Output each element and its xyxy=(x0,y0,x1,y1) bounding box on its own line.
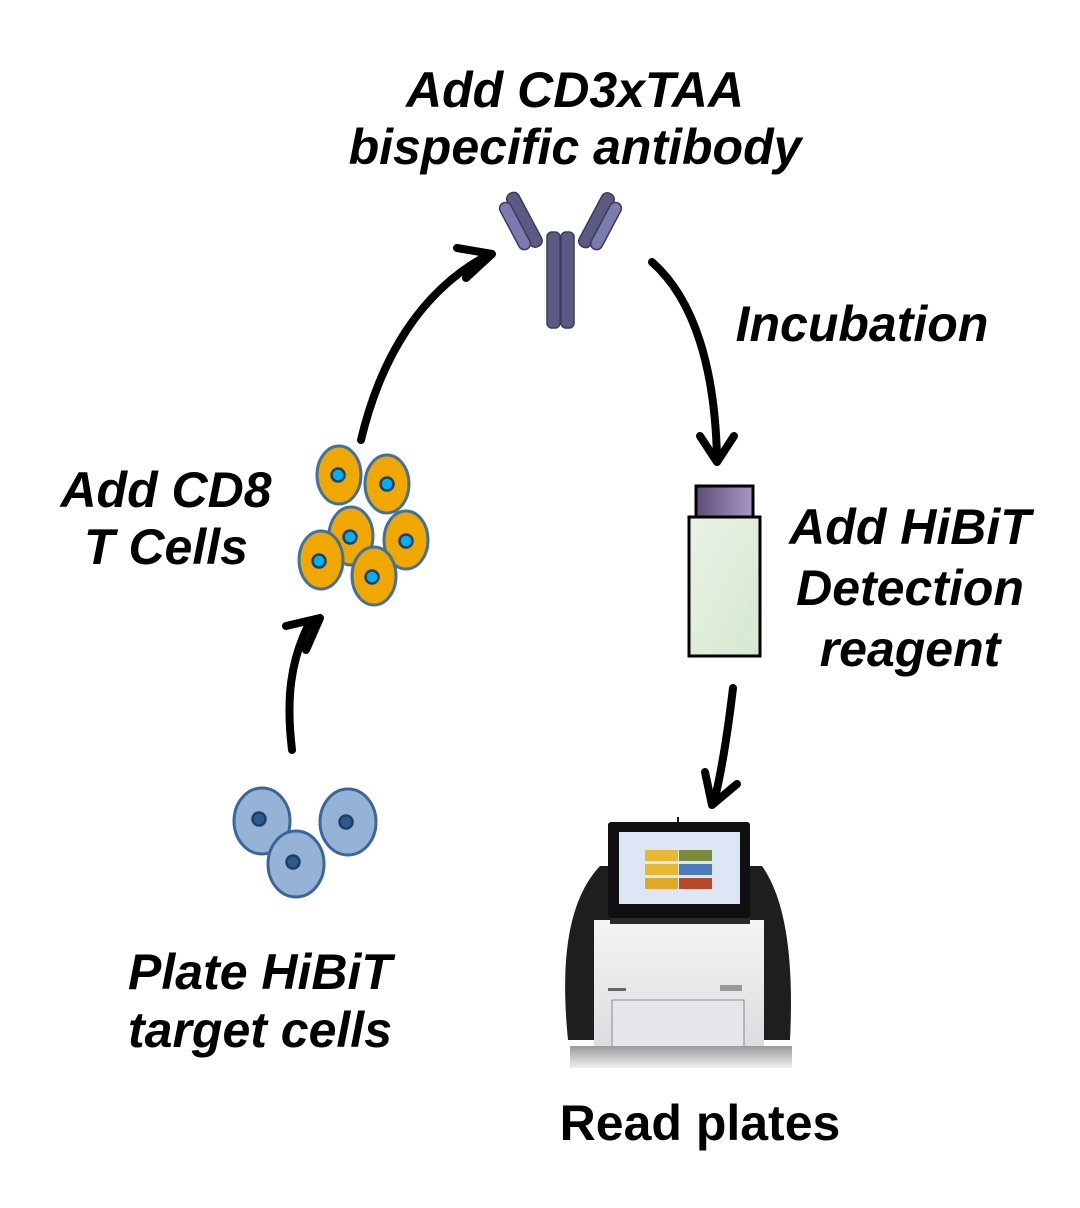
t-cell xyxy=(350,545,398,607)
target-cell xyxy=(232,786,292,856)
label-line: reagent xyxy=(819,621,1001,677)
reagent-cap xyxy=(694,484,755,520)
label-line: T Cells xyxy=(84,519,248,575)
add-t-cells-label: Add CD8 T Cells xyxy=(36,462,296,576)
target-cell xyxy=(266,829,326,899)
target-cell xyxy=(318,787,378,857)
t-cell xyxy=(363,453,411,515)
label-line: Read plates xyxy=(559,1095,841,1151)
label-line: Plate HiBiT xyxy=(128,944,392,1000)
reagent-body xyxy=(687,515,762,658)
arrow-tcells-to-antibody xyxy=(357,250,494,444)
arrow-antibody-to-reagent xyxy=(648,258,721,462)
label-line: Add CD8 xyxy=(60,462,272,518)
arrow-reagent-to-reader-head xyxy=(701,768,741,809)
arrow-reagent-to-reader xyxy=(710,684,737,806)
label-line: Add HiBiT xyxy=(789,499,1031,555)
plate-target-cells-label: Plate HiBiT target cells xyxy=(90,944,430,1059)
arrow-target-to-tcells xyxy=(285,618,314,754)
add-detection-reagent-label: Add HiBiT Detection reagent xyxy=(760,497,1060,680)
t-cell xyxy=(382,509,430,571)
arrow-tcells-to-antibody-head xyxy=(453,244,496,282)
arrow-target-to-tcells-head xyxy=(282,614,324,654)
plate-reader-icon xyxy=(565,817,792,1068)
incubation-label: Incubation xyxy=(712,296,1012,353)
label-line: bispecific antibody xyxy=(348,119,802,175)
antibody-icon xyxy=(498,191,623,329)
arrow-antibody-to-reagent-head xyxy=(696,432,738,466)
label-line: target cells xyxy=(127,1001,392,1058)
read-plates-label: Read plates xyxy=(520,1095,880,1152)
target-cells-icon xyxy=(232,786,378,899)
label-line: Add CD3xTAA xyxy=(406,62,744,118)
label-line: Incubation xyxy=(735,296,989,352)
reagent-bottle-icon xyxy=(687,484,762,658)
t-cell xyxy=(315,444,363,506)
label-line: Detection xyxy=(796,560,1024,616)
t-cell xyxy=(297,529,345,591)
add-antibody-label: Add CD3xTAA bispecific antibody xyxy=(290,62,860,176)
t-cells-icon xyxy=(297,444,430,607)
arrows xyxy=(282,244,741,809)
